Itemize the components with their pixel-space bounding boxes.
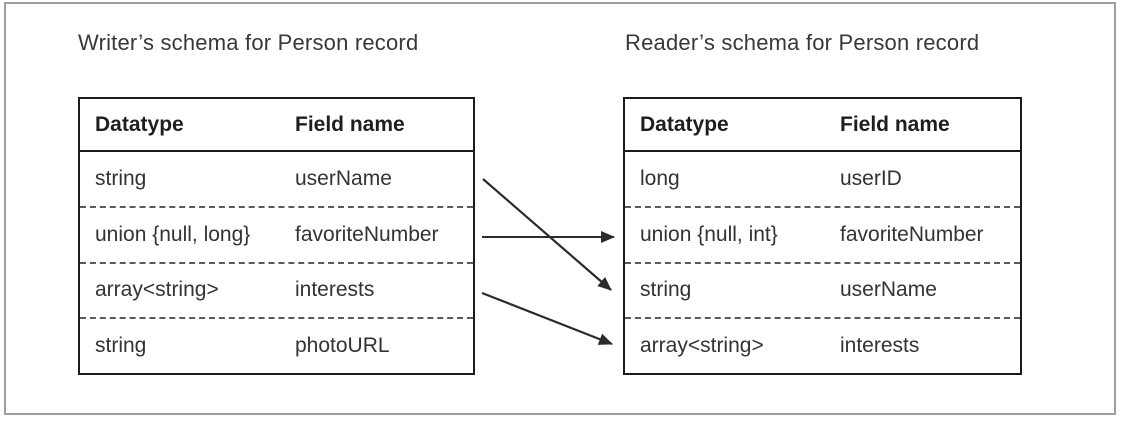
reader-row3-datatype: string (640, 278, 692, 302)
reader-row2-datatype: union {null, int} (640, 222, 778, 246)
reader-row2-field: favoriteNumber (840, 222, 984, 246)
reader-schema-table: Datatype Field name long userID union {n… (623, 97, 1022, 375)
writer-table-row: union {null, long} favoriteNumber (80, 205, 473, 262)
reader-row1-datatype: long (640, 166, 680, 190)
writer-table-header: Datatype Field name (80, 99, 473, 152)
writer-row2-datatype: union {null, long} (95, 222, 251, 246)
reader-row4-datatype: array<string> (640, 334, 764, 358)
writer-row1-field: userName (295, 166, 392, 190)
writer-row4-field: photoURL (295, 334, 390, 358)
writer-col-header-fieldname: Field name (295, 112, 405, 136)
writer-row1-datatype: string (95, 166, 147, 190)
reader-schema-title: Reader’s schema for Person record (625, 30, 980, 55)
writer-schema-title: Writer’s schema for Person record (78, 30, 419, 55)
writer-row4-datatype: string (95, 334, 147, 358)
reader-col-header-datatype: Datatype (640, 112, 729, 136)
reader-table-row: array<string> interests (625, 317, 1020, 373)
reader-table-row: long userID (625, 152, 1020, 206)
reader-row1-field: userID (840, 166, 902, 190)
writer-row3-datatype: array<string> (95, 278, 219, 302)
reader-row3-field: userName (840, 278, 937, 302)
writer-col-header-datatype: Datatype (95, 112, 184, 136)
reader-row4-field: interests (840, 334, 920, 358)
reader-table-header: Datatype Field name (625, 99, 1020, 152)
reader-table-row: union {null, int} favoriteNumber (625, 205, 1020, 262)
writer-row3-field: interests (295, 278, 375, 302)
writer-schema-table: Datatype Field name string userName unio… (78, 97, 475, 375)
writer-table-row: array<string> interests (80, 261, 473, 318)
writer-table-row: string photoURL (80, 317, 473, 373)
writer-row2-field: favoriteNumber (295, 222, 439, 246)
reader-table-row: string userName (625, 261, 1020, 318)
writer-table-row: string userName (80, 152, 473, 206)
reader-col-header-fieldname: Field name (840, 112, 950, 136)
